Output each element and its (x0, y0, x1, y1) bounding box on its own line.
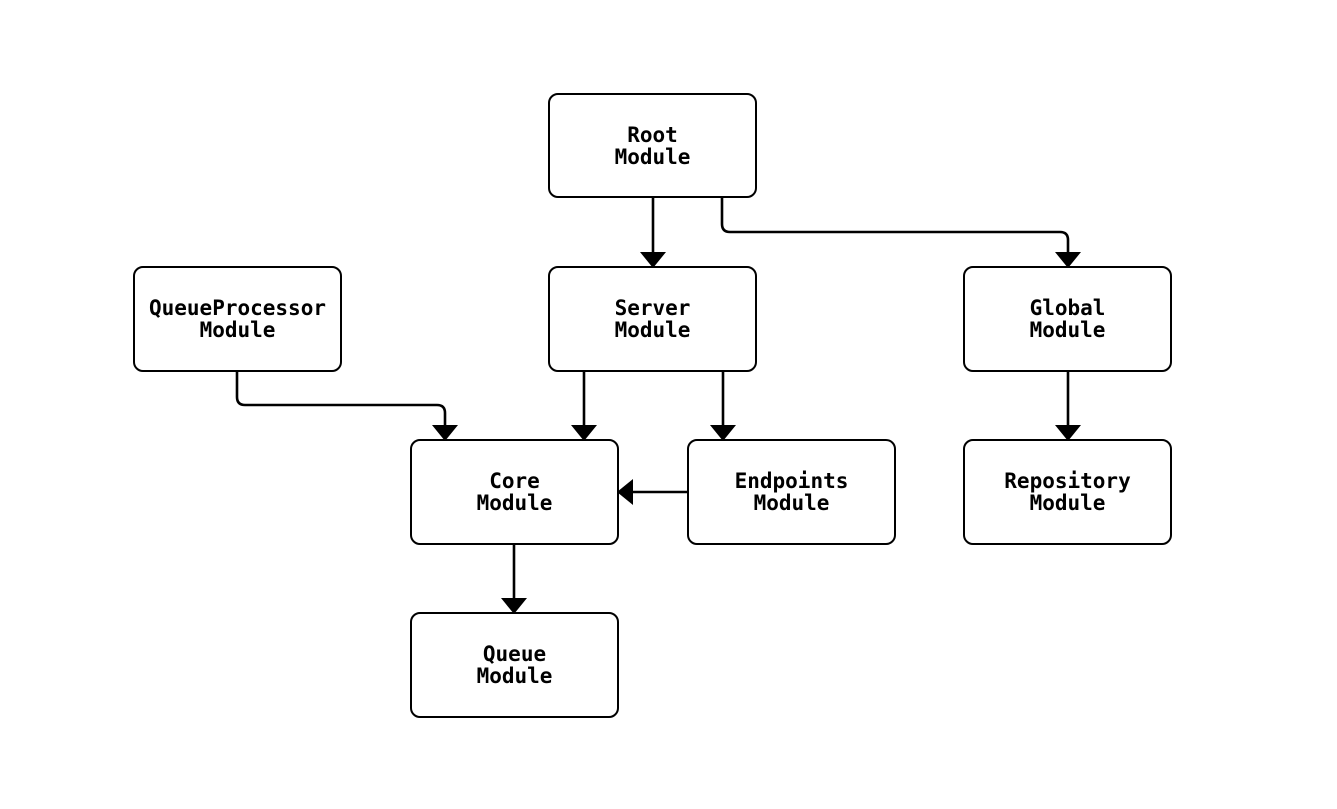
node-global: Global Module (963, 266, 1172, 372)
node-label-line2: Module (614, 144, 691, 169)
node-core: Core Module (410, 439, 619, 545)
edge-root-global (720, 198, 1081, 268)
node-label-line1: Core (489, 469, 540, 493)
node-repository: Repository Module (963, 439, 1172, 545)
node-queueprocessor: QueueProcessor Module (133, 266, 342, 372)
node-endpoints: Endpoints Module (687, 439, 896, 545)
node-label-line1: Repository (1004, 469, 1131, 493)
node-label-line1: Global (1029, 296, 1106, 320)
node-label-line2: Module (1029, 491, 1106, 515)
node-label-line1: Root (627, 122, 678, 147)
node-label-line1: Endpoints (734, 469, 849, 493)
node-server: Server Module (548, 266, 757, 372)
node-label-line1: QueueProcessor (148, 296, 326, 320)
node-label-line2: Module (476, 664, 553, 688)
node-label-line2: Module (1029, 318, 1106, 342)
node-root: Root Module (548, 93, 757, 198)
edge-queueprocessor-core (235, 372, 458, 441)
node-label-line2: Module (753, 491, 830, 515)
node-label-line2: Module (476, 491, 553, 515)
node-queue: Queue Module (410, 612, 619, 718)
node-label-line2: Module (199, 318, 276, 342)
node-label-line2: Module (614, 318, 691, 342)
node-label-line1: Server (614, 296, 691, 320)
node-label-line1: Queue (482, 642, 547, 666)
